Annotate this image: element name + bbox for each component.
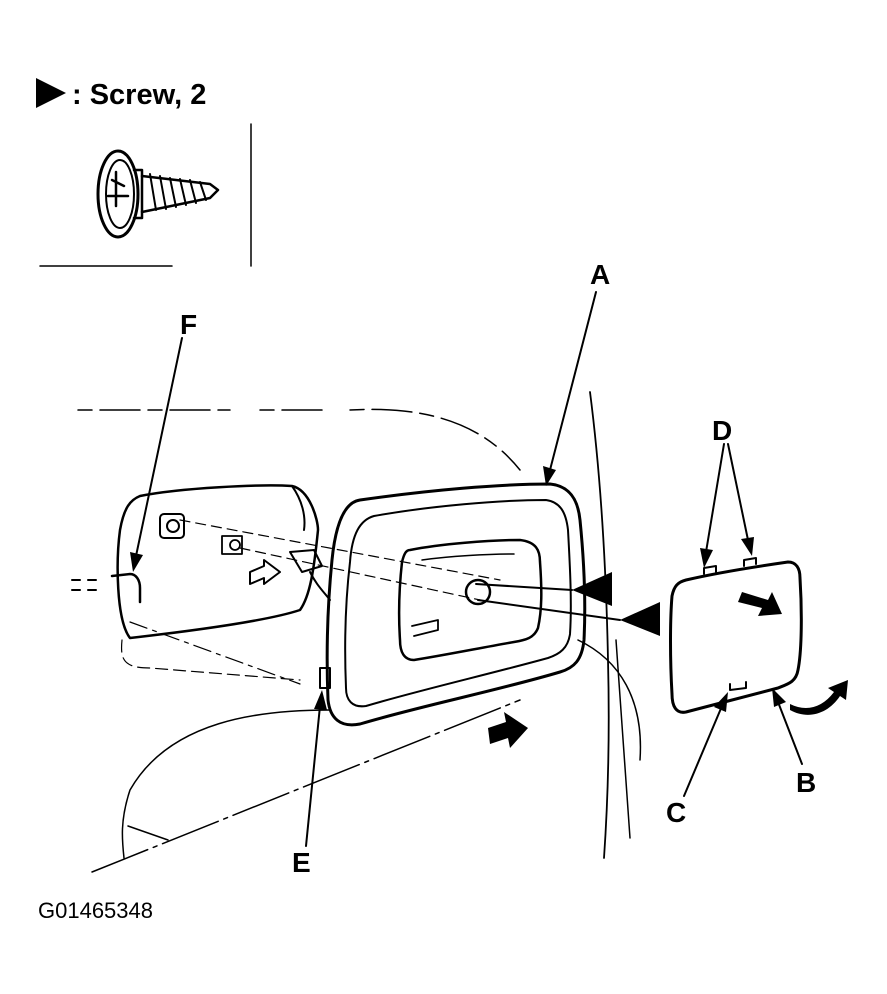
- figure-code: G01465348: [38, 898, 153, 923]
- rotation-arrow-icon: [790, 680, 848, 715]
- movement-arrow-icon: [488, 712, 528, 748]
- callout-label-d: D: [712, 415, 732, 446]
- screw-arrowhead-icon: [572, 572, 612, 606]
- screw-icon: [96, 149, 220, 239]
- leader-lines: [130, 291, 803, 847]
- callout-label-b: B: [796, 767, 816, 798]
- fuel-door-housing: [129, 482, 587, 727]
- screw-arrowhead-icon: [36, 78, 66, 108]
- vehicle-body-outline: [77, 391, 642, 873]
- legend: : Screw, 2: [36, 78, 252, 267]
- callout-label-f: F: [180, 309, 197, 340]
- access-cover: [669, 557, 848, 715]
- callout-label-c: C: [666, 797, 686, 828]
- removal-arrow-icon: [738, 592, 782, 616]
- callout-label-a: A: [590, 259, 610, 290]
- fuel-door: [71, 484, 331, 640]
- legend-text: : Screw, 2: [72, 79, 206, 111]
- callout-label-e: E: [292, 847, 311, 878]
- screw-arrowhead-icon: [620, 602, 660, 636]
